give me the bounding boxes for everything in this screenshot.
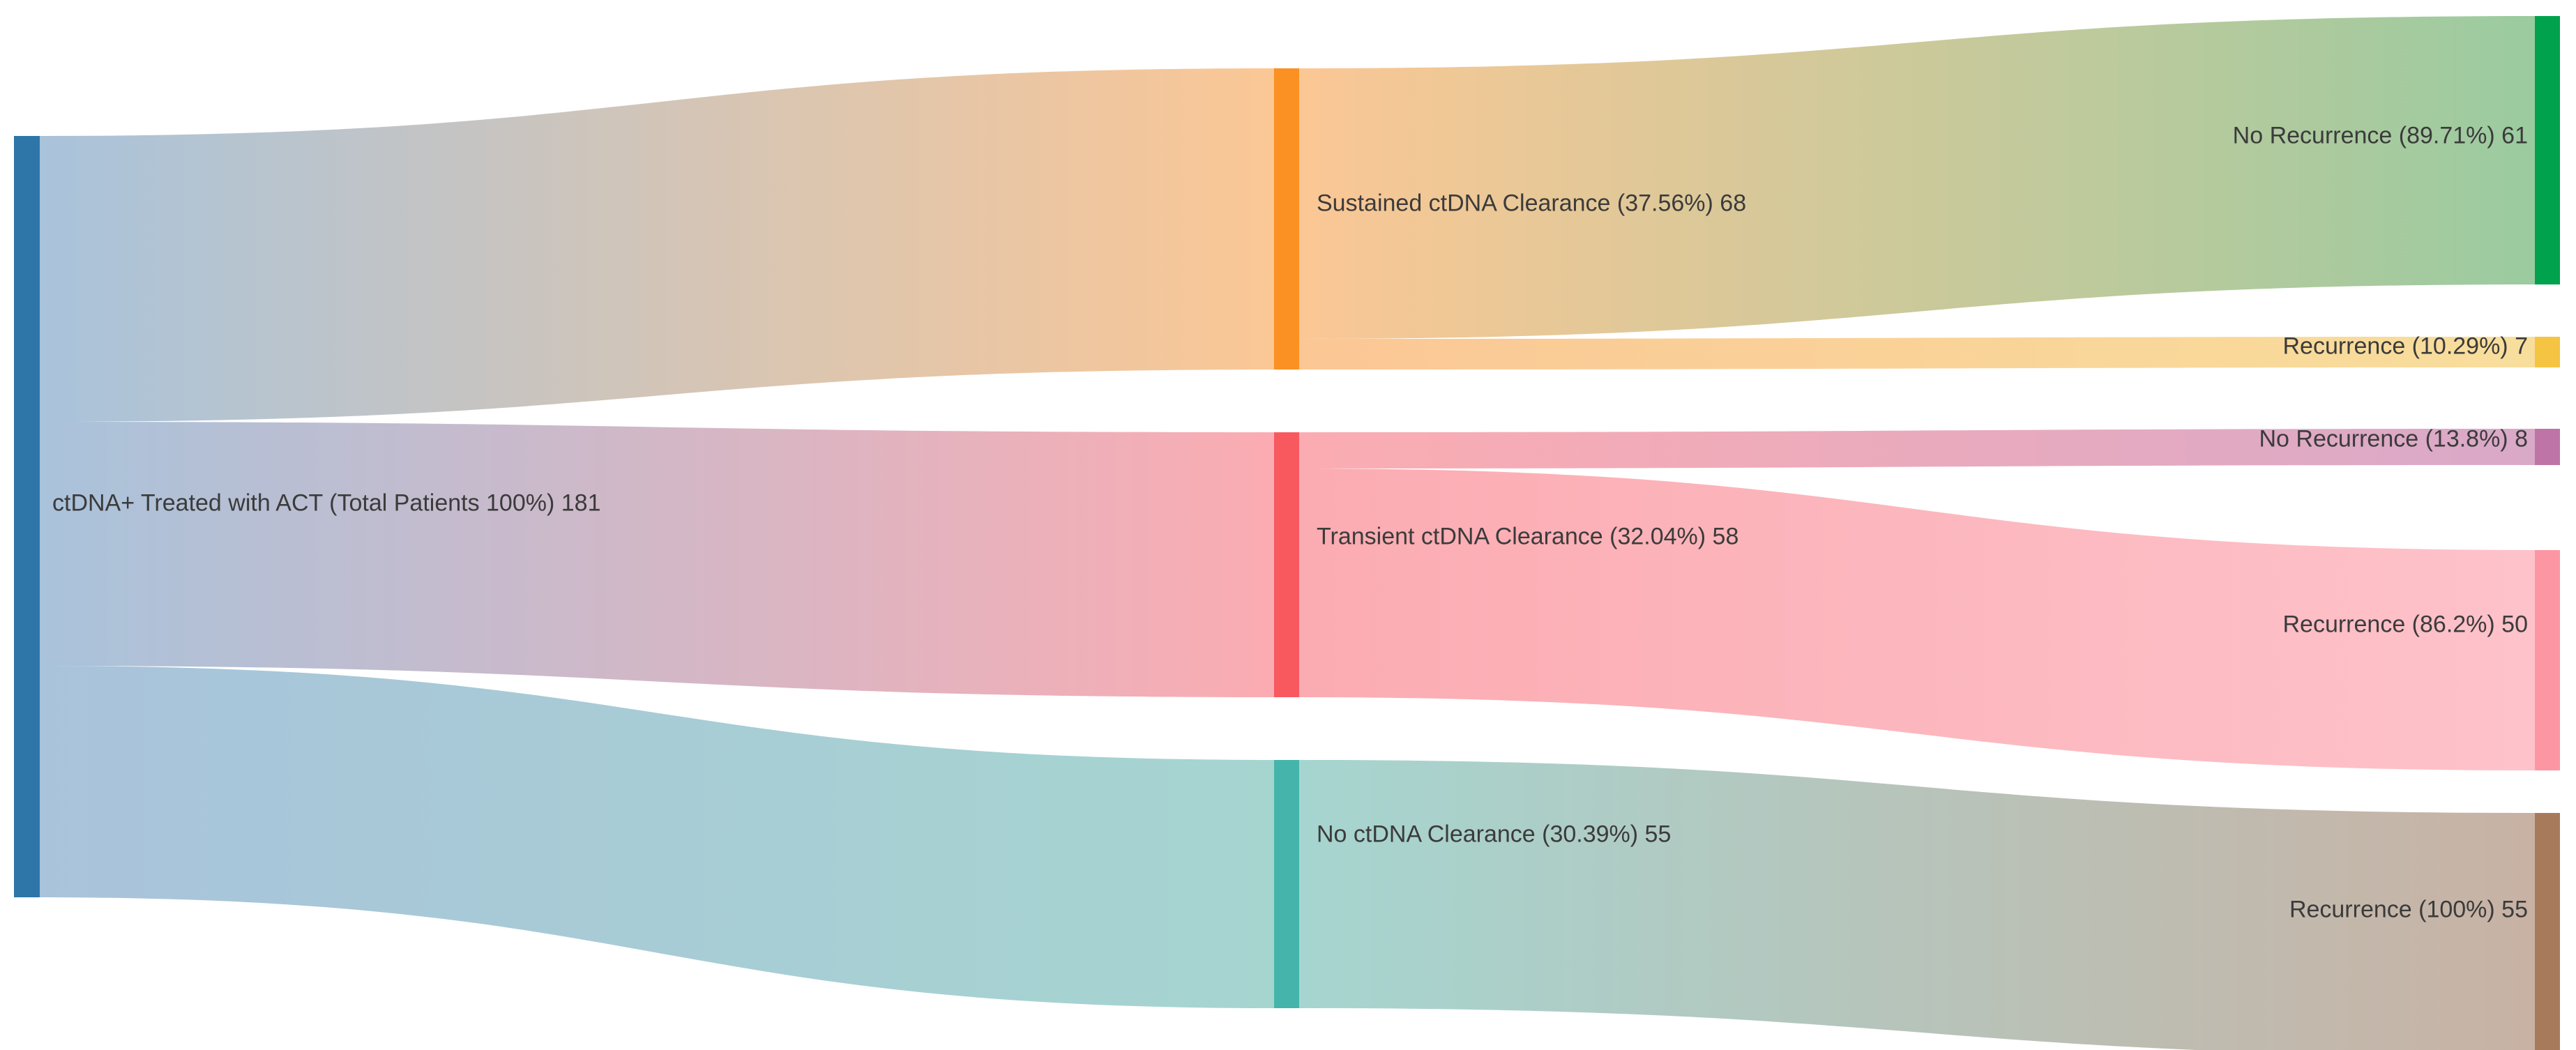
- node-sustained-recurrence[interactable]: [2535, 337, 2560, 367]
- node-label-root: ctDNA+ Treated with ACT (Total Patients …: [52, 489, 601, 517]
- flow-root-to-no-clearance[interactable]: [40, 666, 1274, 1008]
- node-no-clearance-recurrence[interactable]: [2535, 813, 2560, 1050]
- node-label-transient-clearance: Transient ctDNA Clearance (32.04%) 58: [1317, 523, 1739, 550]
- node-label-transient-recurrence: Recurrence (86.2%) 50: [2282, 611, 2528, 638]
- node-label-sustained-clearance: Sustained ctDNA Clearance (37.56%) 68: [1317, 190, 1747, 217]
- flow-transient-to-recurrence[interactable]: [1299, 469, 2535, 770]
- node-root[interactable]: [14, 136, 40, 897]
- flow-root-to-transient[interactable]: [40, 422, 1274, 697]
- node-label-transient-no-recurrence: No Recurrence (13.8%) 8: [2259, 425, 2528, 452]
- node-label-no-clearance: No ctDNA Clearance (30.39%) 55: [1317, 821, 1672, 848]
- node-label-sustained-no-recurrence: No Recurrence (89.71%) 61: [2232, 122, 2528, 149]
- node-label-no-clearance-recurrence: Recurrence (100%) 55: [2289, 896, 2528, 923]
- node-sustained-clearance[interactable]: [1274, 68, 1299, 370]
- node-transient-clearance[interactable]: [1274, 432, 1299, 697]
- node-transient-no-recurrence[interactable]: [2535, 429, 2560, 465]
- node-transient-recurrence[interactable]: [2535, 550, 2560, 770]
- flow-no-clearance-to-recurrence[interactable]: [1299, 760, 2535, 1050]
- node-no-clearance[interactable]: [1274, 760, 1299, 1008]
- node-label-sustained-recurrence: Recurrence (10.29%) 7: [2282, 333, 2528, 360]
- flow-transient-to-no-recurrence[interactable]: [1299, 429, 2535, 469]
- flow-sustained-to-no-recurrence[interactable]: [1299, 16, 2535, 339]
- flow-sustained-to-recurrence[interactable]: [1299, 337, 2535, 370]
- node-sustained-no-recurrence[interactable]: [2535, 16, 2560, 284]
- flow-root-to-sustained[interactable]: [40, 68, 1274, 422]
